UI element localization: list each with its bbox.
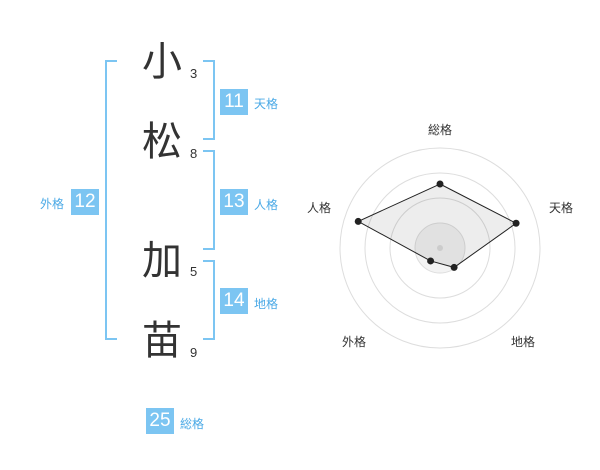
name-char-2: 松 xyxy=(142,119,182,165)
radar-point xyxy=(354,217,362,225)
jinkaku-bracket xyxy=(203,150,215,250)
radar-center-dot xyxy=(437,245,443,251)
chikaku-value: 14 xyxy=(220,288,248,314)
tenkaku-label: 天格 xyxy=(254,97,279,111)
jinkaku-label: 人格 xyxy=(254,198,279,212)
radar-point xyxy=(512,219,520,227)
tenkaku-bracket xyxy=(203,60,215,140)
radar-axis-label-soukaku: 総格 xyxy=(428,122,452,137)
radar-axis-label-jinkaku: 人格 xyxy=(307,200,331,215)
radar-axis-label-tenkaku: 天格 xyxy=(549,200,573,215)
radar-point xyxy=(436,180,444,188)
gaikaku-value: 12 xyxy=(71,189,99,215)
gaikaku-label: 外格 xyxy=(40,197,65,211)
chikaku-label: 地格 xyxy=(254,297,279,311)
chikaku-bracket xyxy=(203,260,215,340)
radar-point xyxy=(427,257,435,265)
stroke-count-3: 5 xyxy=(190,264,198,279)
radar-ring xyxy=(389,197,491,299)
radar-axis-label-gaikaku: 外格 xyxy=(342,334,366,349)
soukaku-label: 総格 xyxy=(180,417,205,431)
name-char-1: 小 xyxy=(142,39,182,85)
jinkaku-value: 13 xyxy=(220,189,248,215)
radar-chart: 総格 天格 地格 外格 人格 xyxy=(307,122,573,349)
radar-ring xyxy=(339,147,541,349)
radar-point xyxy=(450,263,458,271)
soukaku-value: 25 xyxy=(146,408,174,434)
radar-data-polygon xyxy=(357,183,518,268)
name-char-3: 加 xyxy=(142,238,182,284)
tenkaku-value: 11 xyxy=(220,89,248,115)
radar-axis-label-chikaku: 地格 xyxy=(511,334,535,349)
gaikaku-bracket xyxy=(105,60,117,340)
stroke-count-2: 8 xyxy=(190,146,198,161)
stroke-count-1: 3 xyxy=(190,66,198,81)
radar-points xyxy=(354,180,520,271)
stroke-count-4: 9 xyxy=(190,345,198,360)
radar-ring xyxy=(364,172,516,324)
name-char-4: 苗 xyxy=(142,318,182,364)
